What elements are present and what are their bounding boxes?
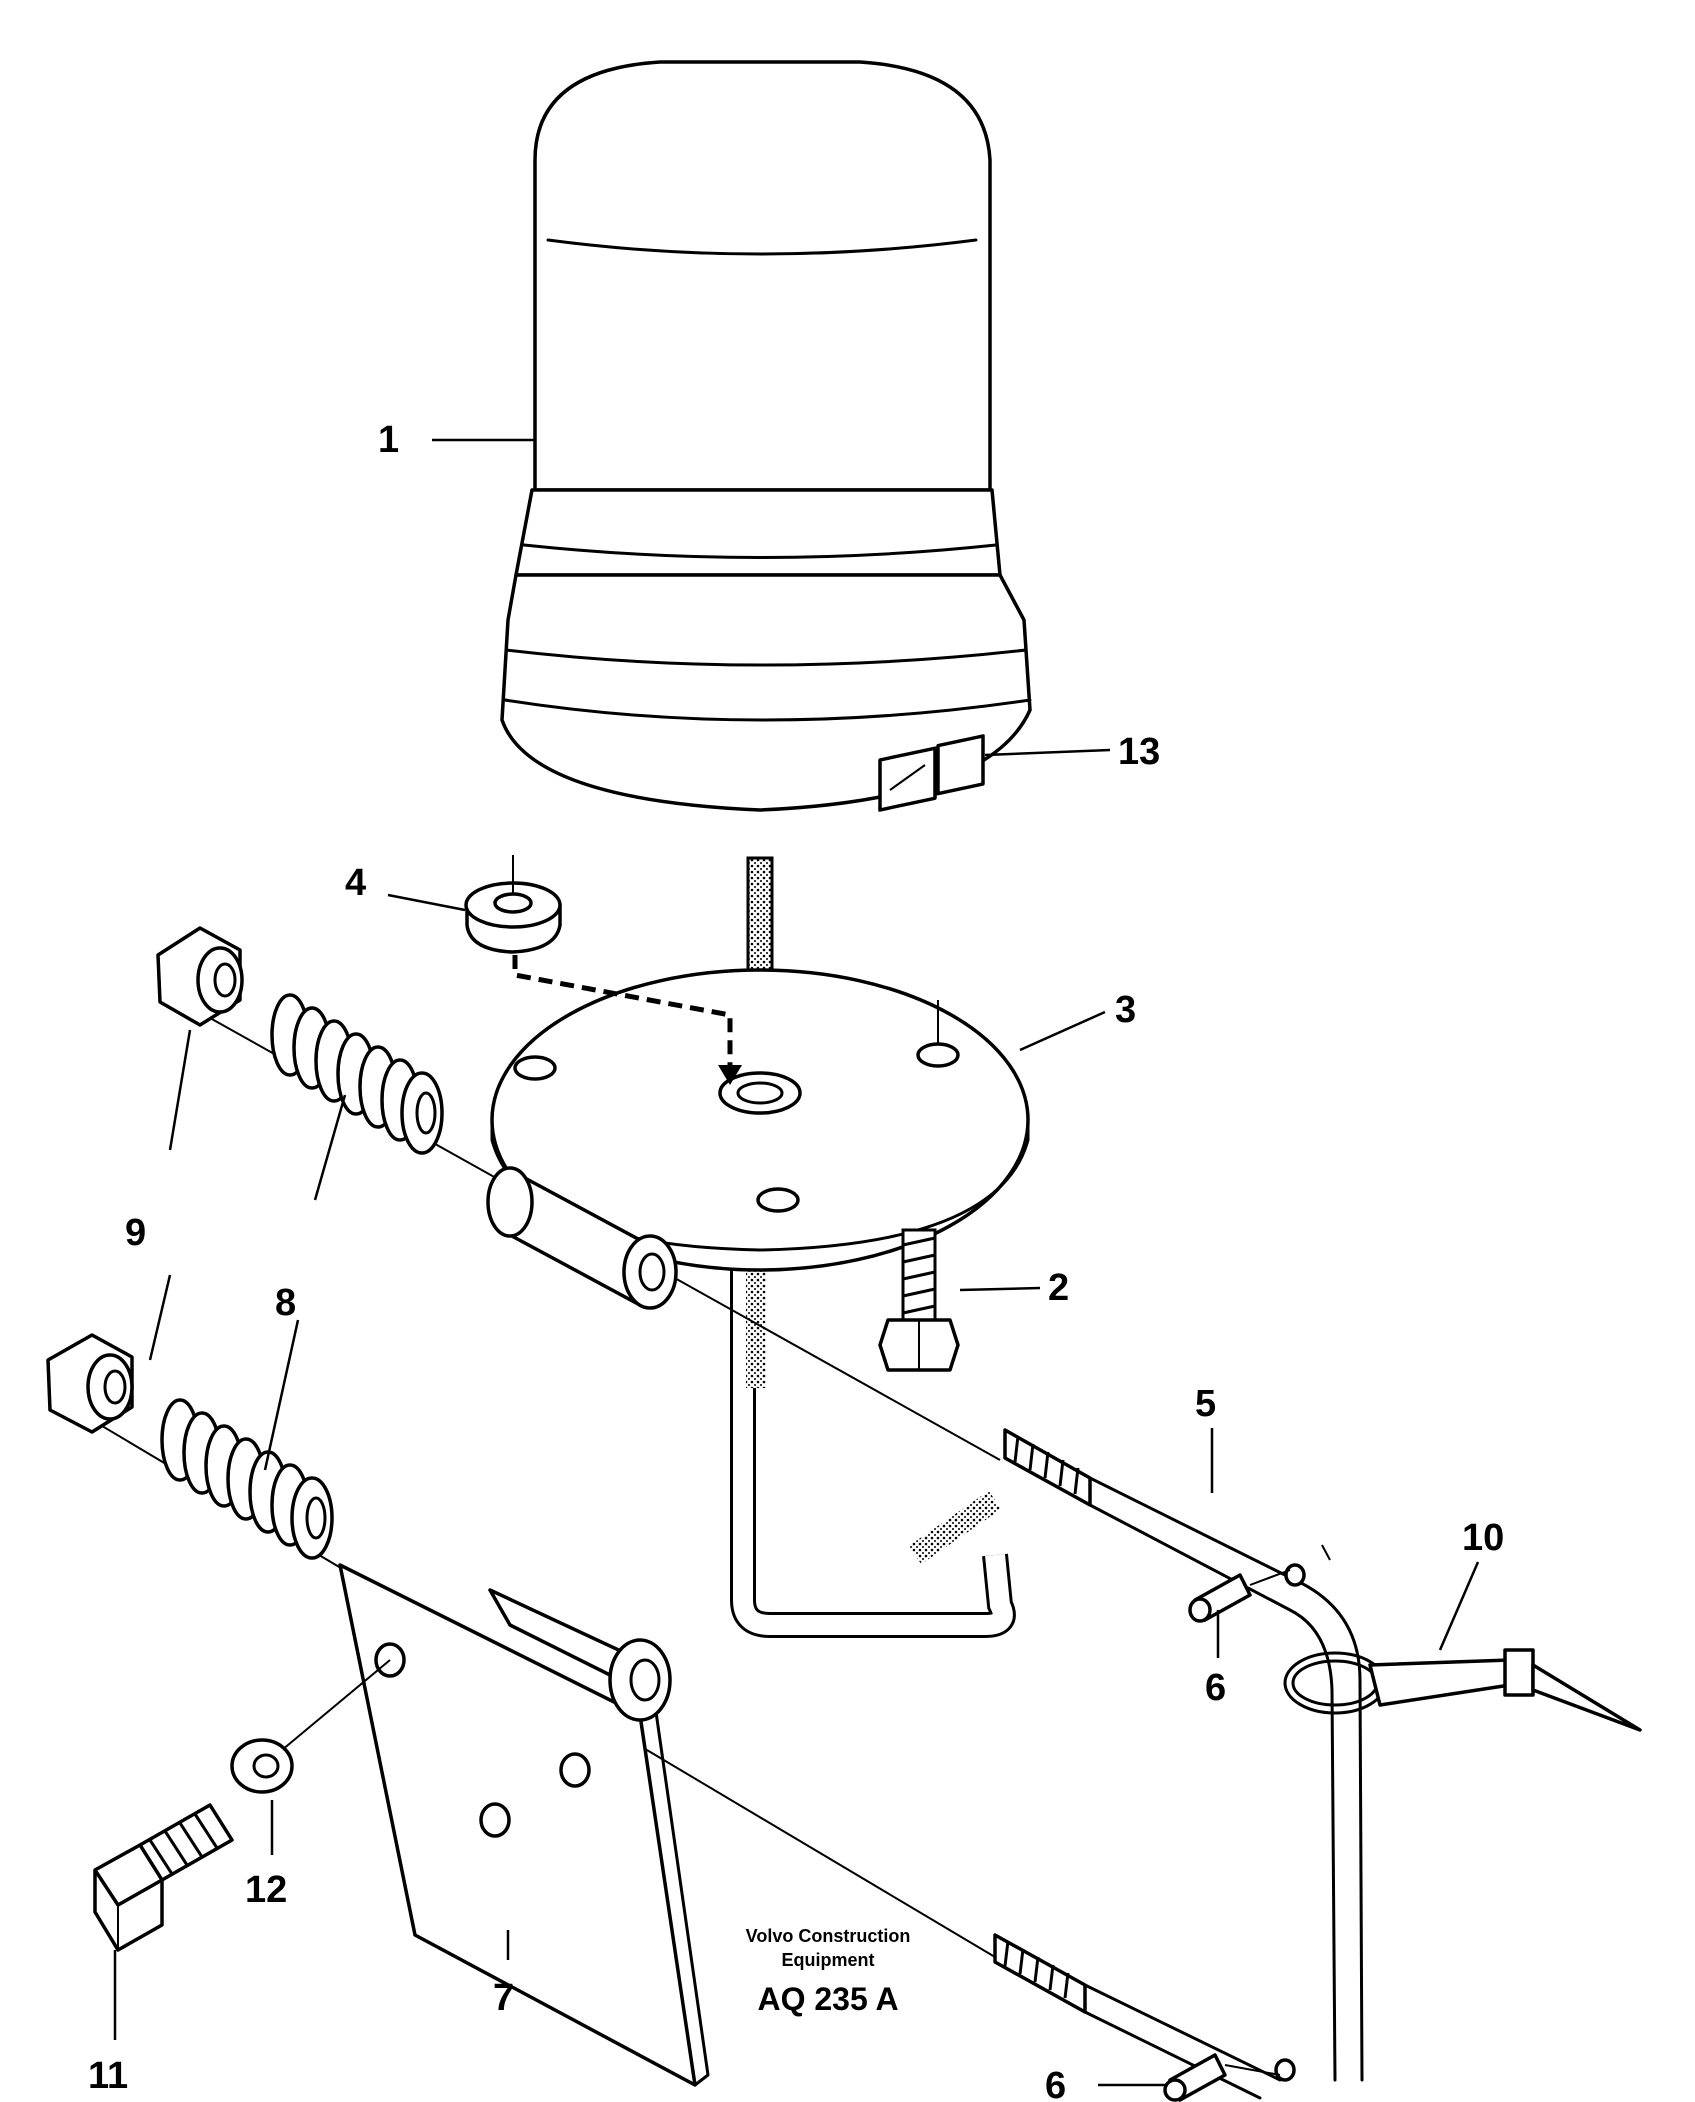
lower-rod-assembly (46, 1333, 1296, 2100)
caption-code: AQ 235 A (757, 1981, 898, 2017)
roll-pin-upper (1188, 1569, 1291, 1623)
bolt (93, 1803, 234, 1952)
callout-3: 3 (1115, 989, 1136, 1031)
roll-pin-lower (1163, 2053, 1281, 2102)
callout-7: 7 (493, 1977, 514, 2019)
cable-tie (1283, 1648, 1642, 1732)
diagram-caption: Volvo Construction Equipment AQ 235 A (746, 1926, 911, 2017)
bracket-plate (269, 1563, 710, 2087)
rocker-switch (878, 734, 985, 812)
upper-rod-assembly (156, 926, 1364, 2082)
callout-13: 13 (1118, 731, 1160, 773)
leader-lines (113, 438, 1480, 2087)
callout-6-upper: 6 (1205, 1667, 1226, 1709)
callout-2: 2 (1048, 1267, 1069, 1309)
callout-labels: 1 13 4 3 2 5 6 10 9 8 12 11 7 6 (88, 419, 1504, 2102)
callout-10: 10 (1462, 1517, 1504, 1559)
callout-9: 9 (125, 1212, 146, 1254)
caption-brand-line2: Equipment (782, 1950, 875, 1970)
callout-1: 1 (378, 419, 399, 461)
washer (230, 1738, 294, 1794)
mounting-plate (490, 968, 1030, 1272)
caption-brand-line1: Volvo Construction (746, 1926, 911, 1946)
callout-8: 8 (275, 1282, 296, 1324)
callout-11: 11 (88, 2055, 128, 2097)
callout-5: 5 (1195, 1383, 1216, 1425)
screw-bolt (878, 1228, 960, 1372)
callout-4: 4 (345, 862, 366, 904)
callout-6-lower: 6 (1045, 2065, 1066, 2102)
beacon-lamp (500, 60, 1032, 812)
grommet (464, 855, 742, 1085)
callout-12: 12 (245, 1869, 287, 1911)
